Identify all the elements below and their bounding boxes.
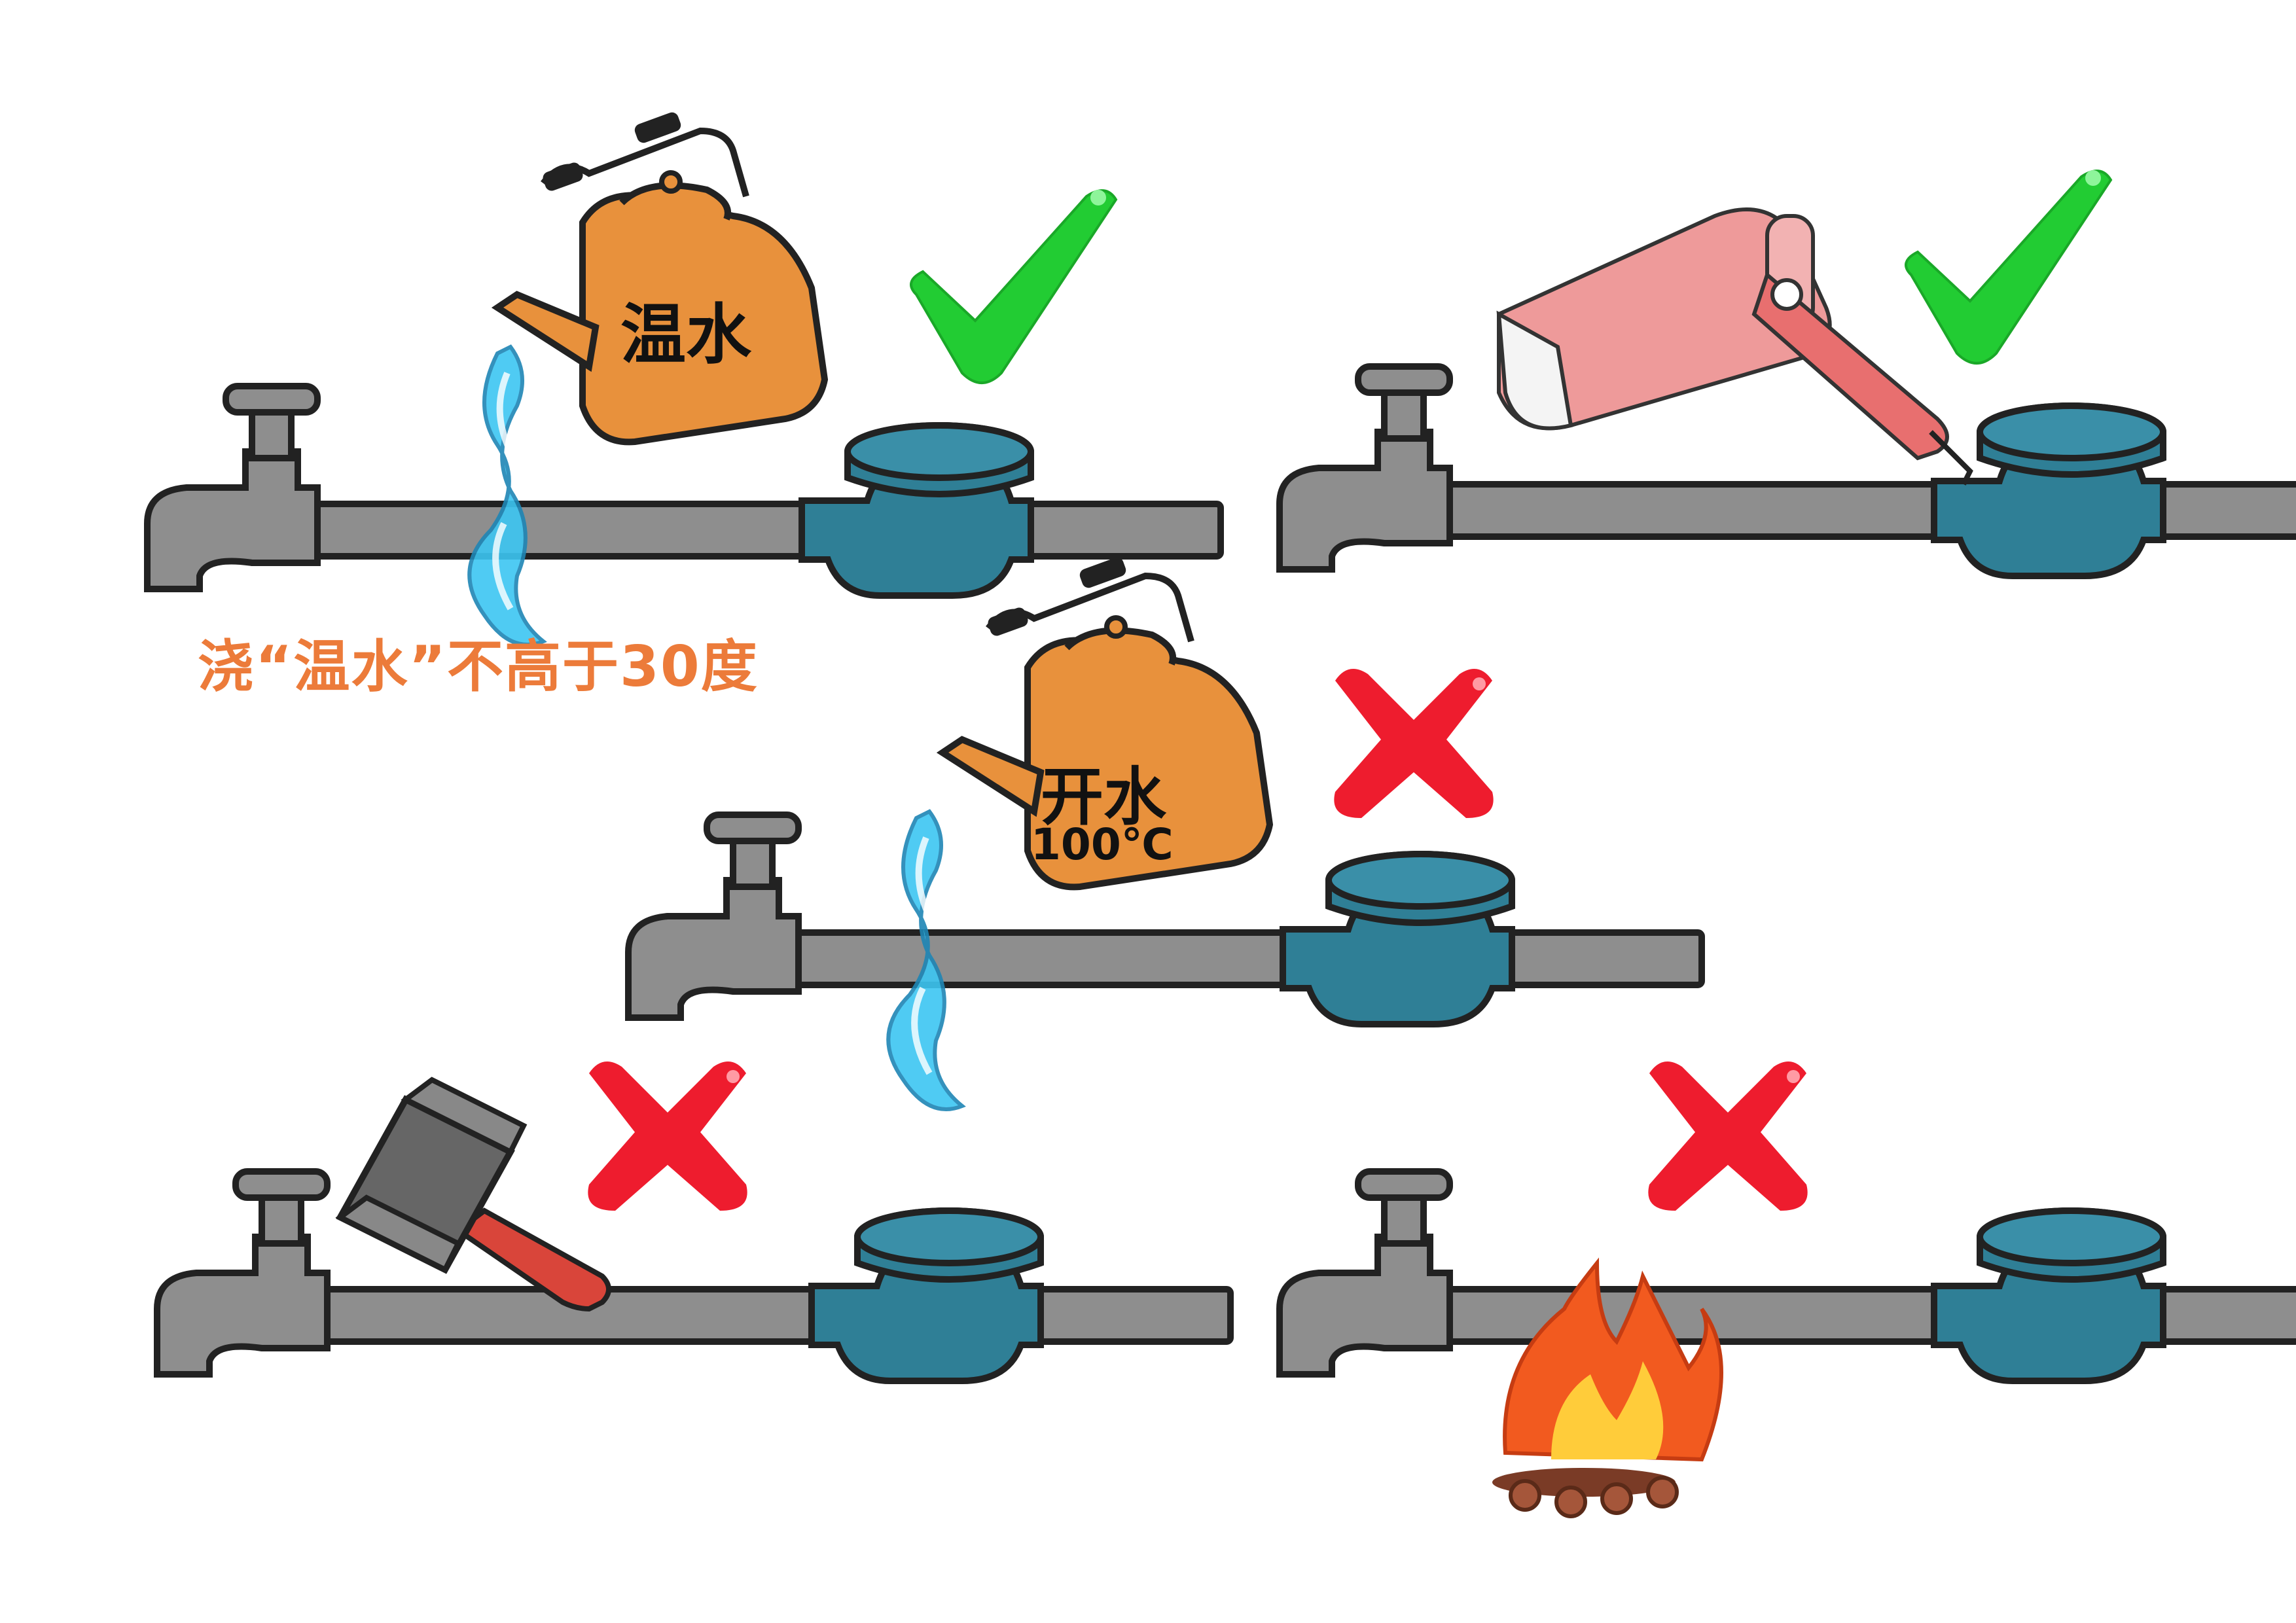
scene-campfire xyxy=(1280,1061,2296,1518)
caption-warm-water: 浇“温水”不高于30度 xyxy=(198,634,759,700)
cross-icon xyxy=(1334,669,1494,818)
check-icon xyxy=(1905,169,2112,365)
water-stream-icon xyxy=(469,347,543,645)
check-icon xyxy=(910,188,1117,384)
cross-icon xyxy=(588,1061,747,1211)
kettle-boiling-label: 开水 xyxy=(1041,760,1166,834)
kettle-icon xyxy=(497,111,825,442)
campfire-icon xyxy=(1492,1257,1723,1518)
scene-warm-water xyxy=(147,111,1221,645)
scene-hammer xyxy=(157,1061,1230,1381)
faucet-pipe-meter-icon xyxy=(157,1171,1230,1381)
scene-hair-dryer xyxy=(1280,169,2296,576)
cross-icon xyxy=(1648,1061,1808,1211)
kettle-warm-label: 温水 xyxy=(620,296,751,373)
hair-dryer-icon xyxy=(1496,207,1973,486)
faucet-pipe-meter-icon xyxy=(1280,366,2296,576)
kettle-boiling-temperature: 100℃ xyxy=(1031,819,1174,870)
hammer-icon xyxy=(335,1077,611,1312)
